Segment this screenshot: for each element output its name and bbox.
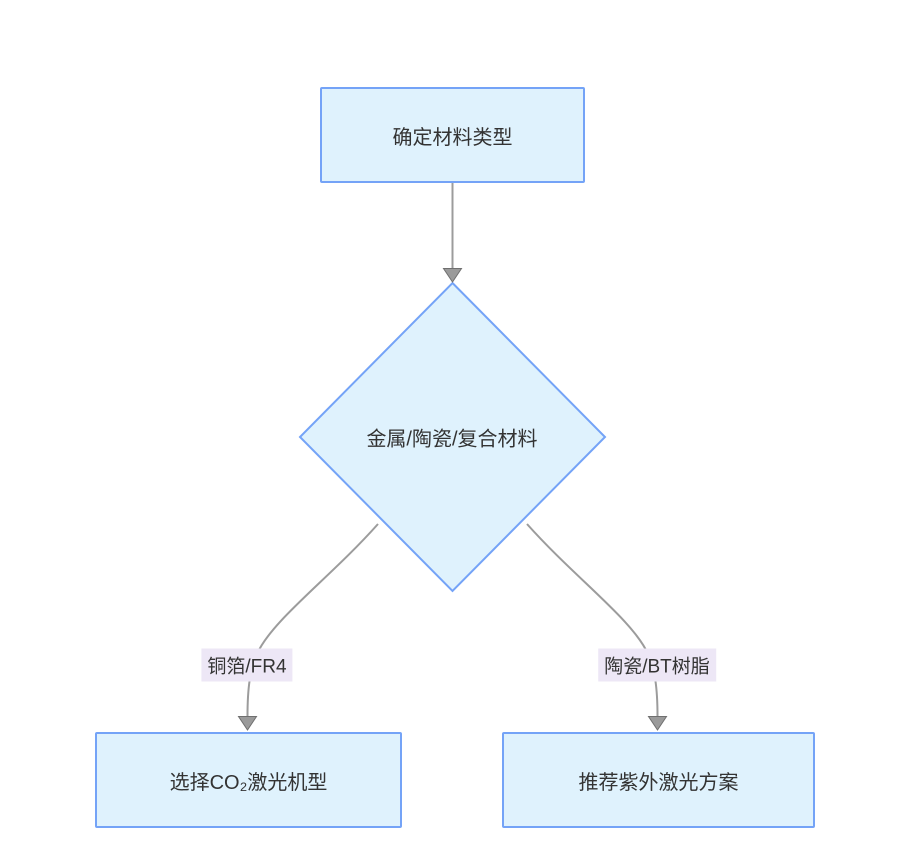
node-start-label: 确定材料类型 — [392, 126, 513, 149]
arrowhead-co2 — [237, 716, 258, 731]
edge-label-ceramic-bt: 陶瓷/BT树脂 — [598, 648, 716, 682]
node-start: 确定材料类型 — [320, 87, 585, 183]
edge-label-copper-fr4: 铜箔/FR4 — [201, 648, 293, 682]
node-uv-label: 推荐紫外激光方案 — [578, 771, 739, 794]
node-co2-label: 选择CO₂激光机型 — [169, 771, 328, 794]
decision-diamond-shape — [298, 281, 607, 593]
arrowhead-decision — [442, 268, 463, 283]
edge-decision-to-uv — [526, 523, 659, 717]
node-co2: 选择CO₂激光机型 — [95, 732, 402, 828]
node-uv: 推荐紫外激光方案 — [502, 732, 815, 828]
edge-decision-to-co2 — [246, 523, 379, 717]
node-decision-label: 金属/陶瓷/复合材料 — [366, 428, 538, 451]
arrowhead-uv — [647, 716, 668, 731]
